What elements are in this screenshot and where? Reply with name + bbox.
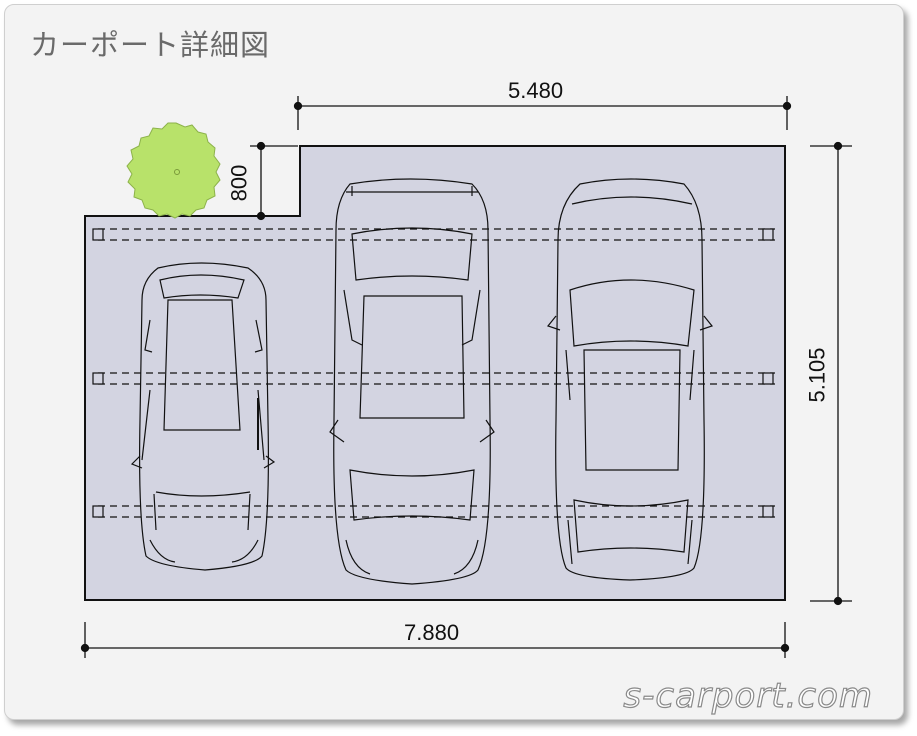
dimension-notch-depth: 800 [226, 164, 252, 202]
dimension-right-height: 5.105 [804, 347, 830, 403]
dimension-lines [80, 96, 852, 658]
site-watermark: s-carport.com [623, 675, 873, 716]
page-title: カーポート詳細図 [30, 28, 271, 62]
roof-beams [92, 228, 775, 518]
car-compact-icon [130, 262, 276, 571]
dimension-bottom-width: 7.880 [404, 620, 460, 645]
car-sedan-2-icon [546, 178, 714, 581]
car-sedan-icon [329, 178, 495, 585]
dimension-top-width: 5.480 [508, 78, 564, 103]
tree-icon [126, 122, 221, 219]
